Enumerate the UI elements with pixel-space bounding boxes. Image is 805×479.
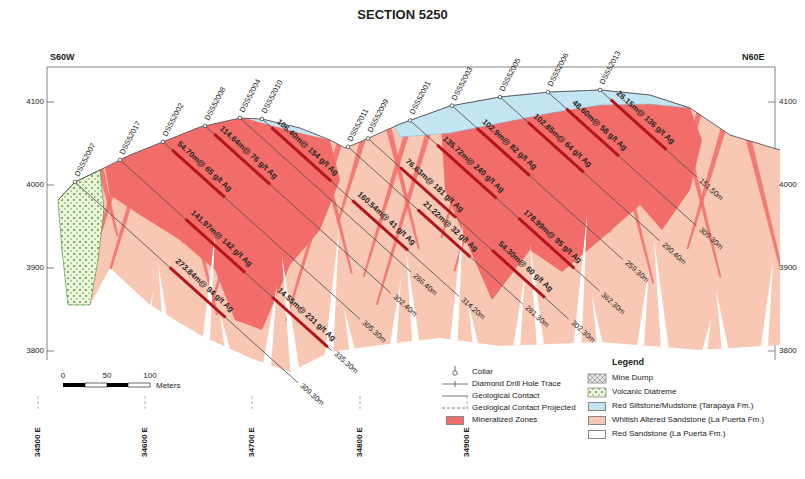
collar [498, 95, 502, 99]
axis-label: 3800 [26, 347, 44, 356]
legend-text: Mine Dump [612, 374, 653, 383]
axis-label: 3900 [26, 264, 44, 273]
scale-label: 100 [143, 372, 156, 381]
hole-id: DSS52001 [408, 80, 432, 116]
axis-label: 3900 [779, 264, 797, 273]
hole-id: DSS52008 [203, 86, 227, 122]
hole-id: DSS52009 [366, 98, 390, 134]
drill-hole-trace [240, 118, 411, 272]
assay-interval [272, 128, 331, 182]
volcanic-diatreme [58, 170, 104, 305]
red-sandstone-finger [654, 238, 673, 380]
collar [73, 180, 77, 184]
hole-id: DSS52006 [546, 52, 570, 88]
red-sandstone-finger [694, 319, 711, 380]
scale-label: 0 [61, 372, 65, 381]
vein [104, 144, 151, 288]
red-sandstone-finger [136, 291, 153, 380]
collar [238, 116, 242, 120]
red-sandstone-finger [158, 262, 177, 380]
red-sandstone-finger [716, 290, 735, 380]
red-sandstone-finger [756, 261, 773, 380]
axis-label: 4000 [779, 181, 797, 190]
legend-text: Red Siltstone/Mudstone (Tarapaya Fm.) [612, 402, 753, 411]
legend-text: Red Sandstone (La Puerta Fm.) [612, 430, 725, 439]
hole-id: DSS52013 [598, 50, 622, 86]
legend-text: Mineralized Zones [472, 416, 537, 425]
drill-hole-trace [75, 182, 298, 383]
legend-text: Collar [472, 368, 493, 377]
red-sandstone-finger [282, 256, 301, 380]
easting-label: 34500 E [34, 427, 43, 457]
legend-swatch [446, 416, 464, 425]
easting-ticks [38, 396, 467, 410]
easting-label: 34900 E [463, 427, 472, 457]
legend-text: Geological Contact Projected [472, 404, 576, 413]
collar [366, 137, 370, 141]
drill-holes [73, 88, 696, 383]
axis-label: 4000 [26, 181, 44, 190]
collar [450, 104, 454, 108]
hole-id: DSS52010 [260, 79, 284, 115]
altered-sandstone [58, 90, 780, 372]
axis-label: N60E [742, 53, 765, 63]
easting-label: 34600 E [141, 427, 150, 457]
hole-id: DSS52002 [161, 102, 185, 138]
easting-label: 34700 E [248, 427, 257, 457]
frame-line [47, 67, 775, 68]
easting-label: 34800 E [356, 427, 365, 457]
collar [408, 119, 412, 123]
scale-bar [63, 383, 150, 387]
hole-id: DSS52017 [118, 120, 142, 156]
axis-label: S60W [50, 53, 75, 63]
collar [346, 145, 350, 149]
frame-line [47, 67, 48, 360]
axis-label: 4100 [779, 98, 797, 107]
legend-swatch [588, 416, 606, 425]
legend-text: Diamond Drill Hole Trace [472, 380, 561, 389]
red-sandstone-finger [508, 273, 525, 380]
collar [118, 158, 122, 162]
legend-swatch [588, 430, 606, 439]
collar [598, 88, 602, 92]
collar [546, 90, 550, 94]
axis-label: 3800 [779, 347, 797, 356]
axis-label: 4100 [26, 98, 44, 107]
legend-symbols [442, 366, 606, 408]
hole-id: DSS52003 [450, 66, 474, 102]
mineralized-zone [105, 118, 340, 330]
legend-swatch [588, 402, 606, 411]
scale-label: Meters [156, 382, 180, 391]
section-title: SECTION 5250 [0, 7, 805, 22]
collar [260, 117, 264, 121]
hole-id: DSS52005 [498, 57, 522, 93]
vein-texture [91, 86, 789, 380]
red-sandstone-finger [96, 320, 115, 380]
collar [161, 140, 165, 144]
legend-heading: Legend [612, 358, 644, 368]
scale-label: 50 [103, 372, 112, 381]
hole-depth: 309.30m [298, 382, 325, 408]
legend-text: Geological Contact [472, 392, 540, 401]
legend-text: Volcanic Diatreme [612, 388, 676, 397]
hole-id: DSS52004 [238, 78, 262, 114]
red-sandstone-finger [570, 215, 587, 380]
red-sandstone-finger [220, 314, 239, 380]
legend-text: Whitish Altered Sandstone (La Puerta Fm.… [612, 416, 764, 425]
collar [203, 124, 207, 128]
hole-depth: 335.30m [332, 350, 359, 376]
drill-hole-trace [348, 147, 523, 304]
